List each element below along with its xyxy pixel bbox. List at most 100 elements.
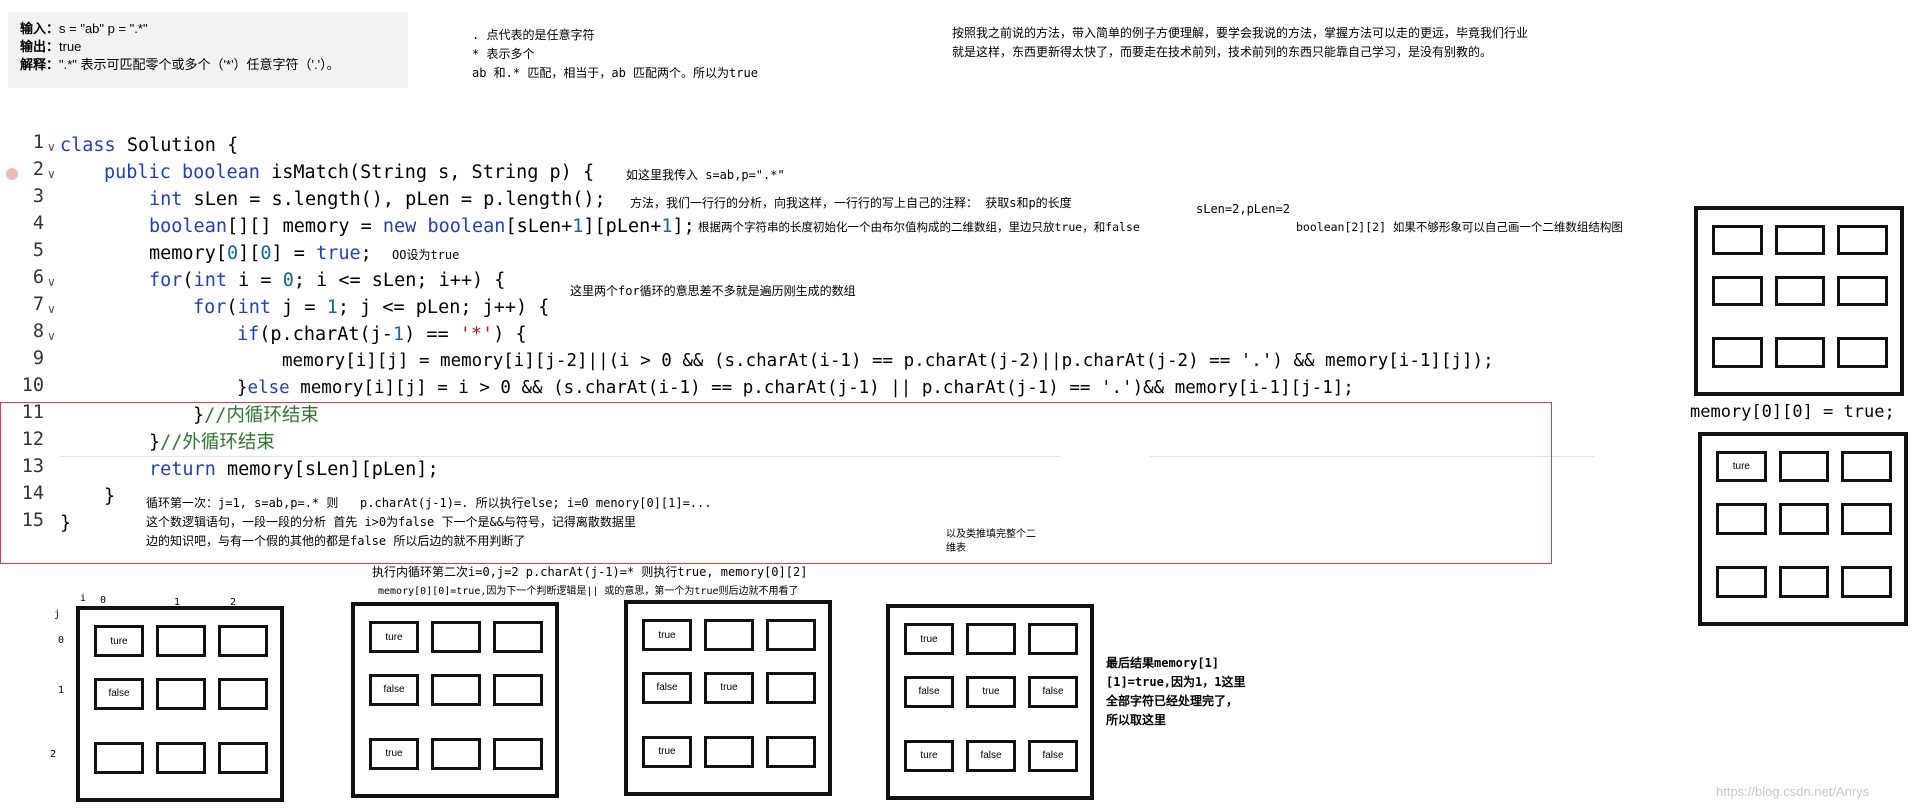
- array-cell: [156, 625, 206, 657]
- array-cell: [1837, 275, 1888, 307]
- array-cell: [1837, 337, 1888, 369]
- array-cell: true: [904, 623, 954, 655]
- array-cell: [1774, 337, 1826, 369]
- line-number: 2: [32, 159, 44, 180]
- note-boolean22: boolean[2][2] 如果不够形象可以自己画一个二维数组结构图: [1296, 220, 1623, 234]
- note-second-loop-sub: memory[0][0]=true,因为下一个判断逻辑是|| 或的意思，第一个为…: [378, 586, 799, 597]
- array-cell: false: [966, 739, 1016, 772]
- code-line-15: }: [60, 513, 72, 534]
- breakpoint-icon[interactable]: [6, 168, 18, 180]
- array-cell: false: [642, 671, 692, 704]
- array-cell: [1028, 623, 1078, 655]
- watermark: https://blog.csdn.net/Anrys: [1716, 784, 1870, 799]
- fold-icon[interactable]: ∨: [47, 167, 56, 181]
- line-number: 7: [32, 294, 44, 315]
- code-line-14: }: [104, 486, 116, 507]
- line-number: 11: [21, 402, 44, 423]
- loop-highlight-box: [0, 402, 1552, 564]
- fold-icon[interactable]: ∨: [47, 302, 56, 316]
- problem-statement: 输入：s = "ab" p = ".*" 输出：true 解释：".*" 表示可…: [8, 12, 408, 88]
- array-cell: [218, 741, 268, 774]
- line-number: 3: [32, 186, 44, 207]
- col-label: 2: [230, 597, 237, 608]
- array-cell: false: [369, 673, 419, 706]
- array-cell: ture: [1716, 450, 1767, 483]
- note-pass-in: 如这里我传入 s=ab,p=".*": [626, 168, 785, 182]
- array-cell: true: [642, 619, 692, 651]
- array-cell: ture: [904, 739, 954, 772]
- row-label: 1: [58, 685, 65, 696]
- note-init: 根据两个字符串的长度初始化一个由布尔值构成的二维数组，里边只放true，和fal…: [698, 220, 1140, 234]
- array-cell: [156, 741, 206, 774]
- array-cell: [1716, 502, 1767, 535]
- array-cell: [493, 673, 543, 706]
- array-cell: true: [966, 675, 1016, 708]
- axis-i-label: i: [80, 593, 87, 604]
- array-cell: [218, 625, 268, 657]
- note-method: 按照我之前说的方法，带入简单的例子方便理解，要学会我说的方法，掌握方法可以走的更…: [952, 26, 1529, 59]
- note-dot-star: . 点代表的是任意字符 * 表示多个 ab 和.* 匹配，相当于，ab 匹配两个…: [472, 28, 758, 80]
- code-line-5: memory[0][0] = true;: [149, 243, 372, 264]
- code-line-4: boolean[][] memory = new boolean[sLen+1]…: [149, 216, 695, 237]
- array-cell: [966, 623, 1016, 655]
- array-cell: [766, 619, 816, 651]
- array-cell: [1778, 502, 1830, 535]
- array-cell: [1841, 450, 1892, 483]
- axis-j-label: j: [54, 609, 61, 620]
- array-cell: true: [369, 737, 419, 770]
- col-label: 1: [174, 597, 181, 608]
- array-cell: [1778, 450, 1830, 483]
- line-number: 15: [21, 510, 44, 531]
- line-divider: [60, 456, 1060, 457]
- array-diagram-1: ture false: [76, 606, 284, 802]
- array-cell: [704, 735, 754, 768]
- array-diagram-5: [1694, 206, 1904, 396]
- code-line-6: for(int i = 0; i <= sLen; i++) {: [149, 270, 506, 291]
- array-cell: [766, 671, 816, 704]
- array-cell: [431, 737, 481, 770]
- array-cell: [431, 621, 481, 653]
- code-line-10: }else memory[i][j] = i > 0 && (s.charAt(…: [237, 378, 1354, 398]
- line-number: 4: [32, 213, 44, 234]
- fold-icon[interactable]: ∨: [47, 329, 56, 343]
- note-loops: 这里两个for循环的意思差不多就是遍历刚生成的数组: [570, 284, 856, 298]
- line-number: 12: [21, 429, 44, 450]
- explain-label: 解释：: [20, 57, 60, 72]
- note-method2: 方法，我们一行行的分析，向我这样，一行行的写上自己的注释： 获取s和p的长度: [630, 196, 1072, 210]
- output-value: true: [59, 39, 82, 54]
- fold-icon[interactable]: ∨: [47, 140, 56, 154]
- array-cell: [1778, 566, 1830, 598]
- fold-icon[interactable]: ∨: [47, 275, 56, 289]
- array-cell: false: [94, 677, 144, 710]
- code-line-3: int sLen = s.length(), pLen = p.length()…: [149, 189, 606, 210]
- array-cell: [1774, 275, 1826, 307]
- input-label: 输入：: [20, 21, 60, 36]
- label-memory00: memory[0][0] = true;: [1690, 402, 1895, 422]
- code-line-11: }//内循环结束: [193, 405, 319, 426]
- array-cell: true: [642, 735, 692, 768]
- array-cell: ture: [94, 625, 144, 657]
- code-line-12: }//外循环结束: [149, 432, 275, 453]
- line-number: 5: [32, 240, 44, 261]
- note-final: 最后结果memory[1] [1]=true,因为1，1这里 全部字符已经处理完…: [1106, 656, 1246, 727]
- line-number: 10: [21, 375, 44, 396]
- array-cell: [1774, 224, 1826, 256]
- code-line-1: class Solution {: [60, 135, 239, 156]
- array-cell: [1712, 224, 1763, 256]
- array-cell: [1712, 337, 1763, 369]
- row-label: 0: [58, 635, 65, 646]
- code-line-13: return memory[sLen][pLen];: [149, 459, 439, 480]
- array-cell: [766, 735, 816, 768]
- array-cell: [156, 677, 206, 710]
- code-line-7: for(int j = 1; j <= pLen; j++) {: [193, 297, 550, 318]
- input-value: s = "ab" p = ".*": [59, 21, 148, 36]
- note-oo: OO设为true: [392, 248, 460, 262]
- note-fill-rest: 以及类推填完整个二 维表: [946, 529, 1036, 554]
- array-cell: [1841, 566, 1892, 598]
- array-diagram-3: true false true true: [624, 600, 832, 796]
- array-cell: true: [704, 671, 754, 704]
- line-number: 1: [32, 132, 44, 153]
